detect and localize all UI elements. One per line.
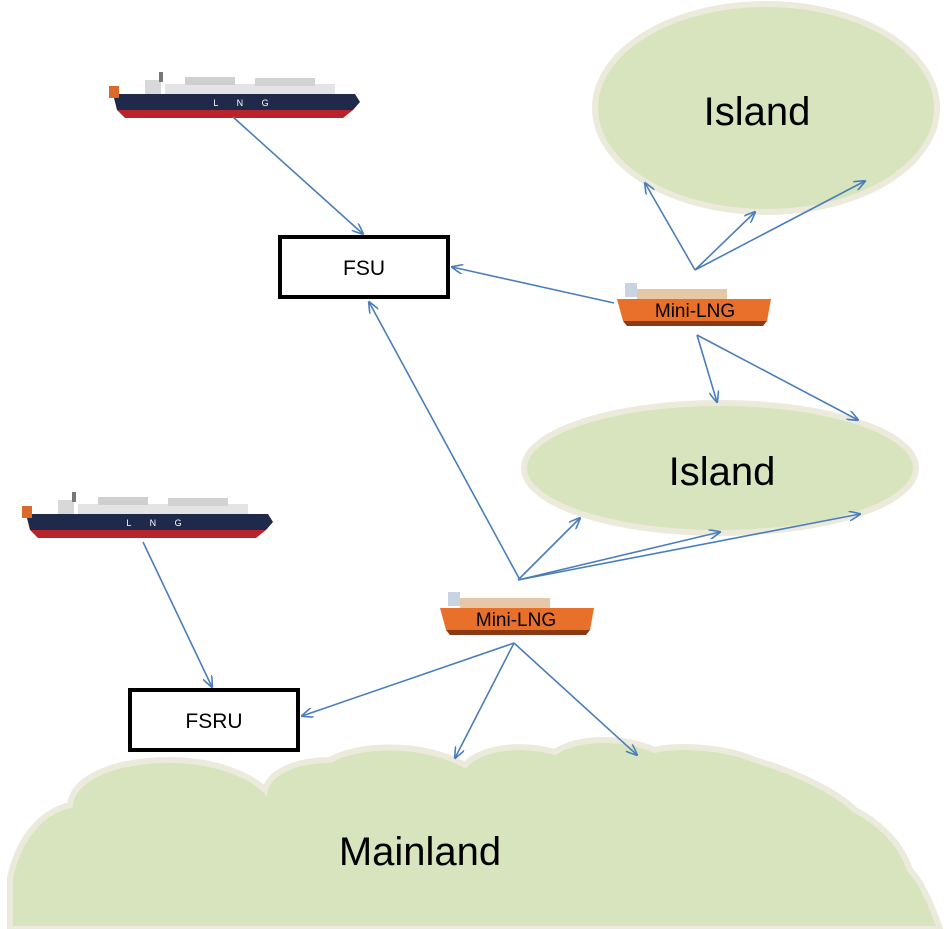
mainland-cloud: Mainland xyxy=(7,737,944,929)
island-middle-label: Island xyxy=(669,450,776,494)
lng-carrier-top-hull-text: L N G xyxy=(213,98,276,108)
arrow-carrier-bottom-to-fsru xyxy=(142,541,212,687)
fsu-label: FSU xyxy=(343,257,385,280)
arrow-top-island-2 xyxy=(694,212,755,271)
mini-lng-bottom-label: Mini-LNG xyxy=(476,610,556,631)
fsru-label: FSRU xyxy=(185,710,242,733)
mini-lng-top-icon: Mini-LNG xyxy=(617,283,771,326)
arrow-top-island-1 xyxy=(645,183,696,271)
island-top: Island xyxy=(592,1,940,215)
island-middle: Island xyxy=(521,400,919,536)
fsru-box: FSRU xyxy=(128,688,300,752)
arrow-mini-top-to-fsu xyxy=(452,267,615,304)
arrow-mini-bottom-to-fsru xyxy=(302,642,515,716)
arrow-mini-top-to-mid-1 xyxy=(696,334,717,402)
arrow-mini-bottom-to-fsu xyxy=(369,302,521,581)
arrow-top-island-3 xyxy=(694,181,865,271)
mini-lng-top-label: Mini-LNG xyxy=(655,301,735,322)
arrow-carrier-to-fsu xyxy=(232,116,363,234)
arrow-mid-island-3 xyxy=(517,514,860,581)
island-top-label: Island xyxy=(704,90,811,134)
lng-carrier-top-icon: L N G xyxy=(109,72,360,118)
lng-carrier-bottom-icon: L N G xyxy=(22,492,273,538)
fsu-box: FSU xyxy=(278,235,450,299)
arrow-mini-top-to-mid-2 xyxy=(696,334,858,420)
mini-lng-bottom-icon: Mini-LNG xyxy=(440,592,594,635)
lng-carrier-bottom-hull-text: L N G xyxy=(126,518,189,528)
arrow-mid-island-1 xyxy=(517,518,580,581)
mainland-label: Mainland xyxy=(339,830,501,874)
arrow-mainland-2 xyxy=(513,642,637,755)
arrows xyxy=(142,116,865,758)
arrow-mainland-1 xyxy=(455,642,515,758)
arrow-mid-island-2 xyxy=(517,532,720,581)
